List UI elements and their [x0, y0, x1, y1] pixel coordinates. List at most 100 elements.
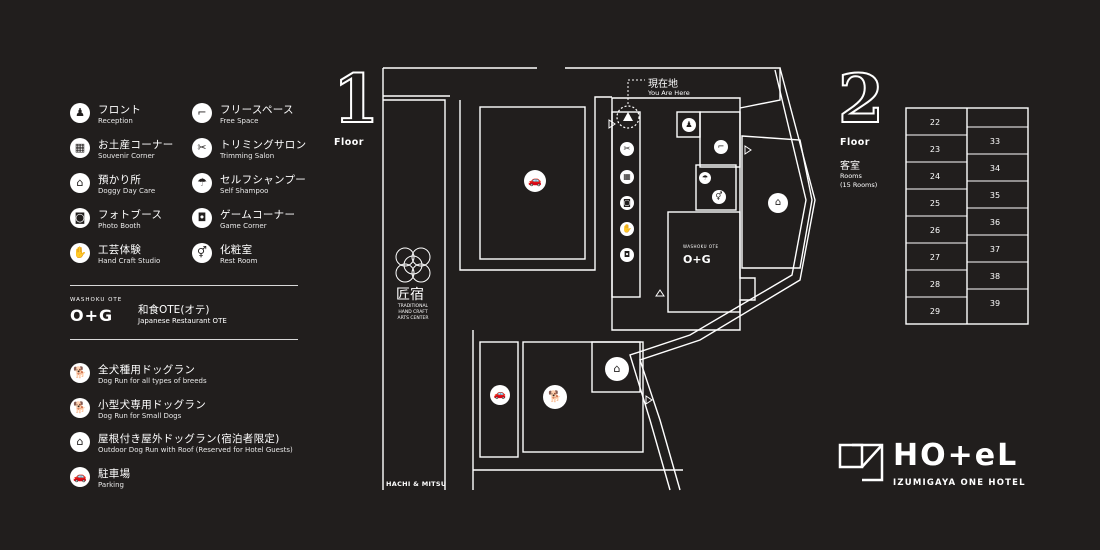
restroom-icon: ⚥ [712, 190, 726, 204]
room-number: 33 [989, 137, 1001, 146]
car-icon: 🚗 [490, 385, 510, 405]
hands-icon: ✋ [70, 243, 90, 263]
car-icon: 🚗 [70, 466, 90, 487]
map-washoku-logo: O+G [683, 253, 711, 266]
legend-label-jp: 全犬種用ドッグラン [98, 364, 196, 376]
dogrun-small-area [479, 341, 519, 458]
floor2-number: 2 [837, 60, 885, 138]
room-number: 35 [989, 191, 1001, 200]
room-number: 27 [929, 253, 941, 262]
room-number: 28 [929, 280, 941, 289]
legend-label-en: Souvenir Corner [98, 152, 155, 160]
restroom-icon: ⚥ [192, 243, 212, 263]
washoku-logo: O+G [70, 306, 114, 325]
entrance-marker [645, 395, 653, 405]
legend-label-en: Dog Run for Small Dogs [98, 411, 182, 420]
legend-label-en: Parking [98, 480, 124, 489]
room-number: 36 [989, 218, 1001, 227]
game-icon: ◘ [620, 248, 634, 262]
legend-label-jp: トリミングサロン [220, 139, 307, 151]
scissors-icon: ✂ [620, 142, 634, 156]
room-number: 22 [929, 118, 941, 127]
rooms-jp: 客室 [840, 161, 860, 172]
entrance-marker [655, 289, 665, 297]
restaurant-name-en: Japanese Restaurant OTE [138, 317, 227, 325]
doghouse-icon: ⌂ [768, 193, 788, 213]
legend-divider-bottom [70, 339, 298, 340]
legend-label-en: Self Shampoo [220, 187, 269, 195]
floor2-label: Floor [840, 137, 870, 148]
room-number: 39 [989, 299, 1001, 308]
legend-label-en: Dog Run for all types of breeds [98, 377, 207, 385]
room-number: 26 [929, 226, 941, 235]
room-number: 38 [989, 272, 1001, 281]
room-number: 25 [929, 199, 941, 208]
dogrun-roof-area [591, 341, 641, 393]
shower-icon: ☂ [699, 172, 711, 184]
legend-label-jp: 屋根付き屋外ドッグラン(宿泊者限定) [98, 433, 280, 445]
roof-dog-icon: ⌂ [605, 357, 629, 381]
roof-dog-icon: ⌂ [70, 432, 90, 452]
you-are-here-ring [616, 105, 640, 129]
car-icon: 🚗 [524, 170, 546, 192]
legend-label-jp: フロント [98, 104, 142, 116]
game-icon: ◘ [192, 208, 212, 228]
legend-label-jp: ゲームコーナー [220, 209, 296, 221]
street-left [383, 99, 446, 490]
craft-center-jp: 匠宿 [396, 287, 424, 303]
legend-label-en: Reception [98, 117, 133, 125]
parking-top [479, 106, 586, 260]
camera-icon: ◙ [620, 196, 634, 210]
hotel-name: IZUMIGAYA ONE HOTEL [893, 478, 1026, 488]
map-boundary-top-right [565, 67, 781, 109]
east-building [741, 135, 813, 269]
floor1-number: 1 [332, 60, 380, 138]
rooms-count: (15 Rooms) [840, 181, 878, 189]
hachi-mitsu-label: HACHI & MITSU [386, 480, 447, 488]
legend-label-jp: フリースペース [220, 104, 294, 116]
room-number: 24 [929, 172, 941, 181]
legend-label-jp: 工芸体験 [98, 244, 142, 256]
legend-label-en: Doggy Day Care [98, 187, 156, 195]
rooms-en: Rooms [840, 172, 862, 180]
legend-label-en: Rest Room [220, 257, 258, 265]
room-number: 29 [929, 307, 941, 316]
small-dog-icon: 🐕 [70, 397, 90, 418]
craft-center-mark [395, 247, 431, 283]
legend-label-en: Photo Booth [98, 222, 141, 230]
entrance-marker [744, 145, 752, 155]
gift-icon: ▦ [70, 138, 90, 158]
lounge-chair-icon: ⌐ [192, 103, 212, 123]
main-building [611, 97, 756, 331]
map-washoku-small: WASHOKU OTE [683, 244, 719, 249]
scissors-icon: ✂ [192, 138, 212, 158]
hands-icon: ✋ [620, 222, 634, 236]
you-are-here-en: You Are Here [648, 89, 690, 97]
legend-label-jp: フォトブース [98, 209, 163, 221]
legend-label-en: Hand Craft Studio [98, 257, 161, 265]
doghouse-icon: ⌂ [70, 173, 90, 193]
legend-label-en: Outdoor Dog Run with Roof (Reserved for … [98, 446, 293, 454]
legend-divider-top [70, 285, 298, 286]
legend-label-jp: 化粧室 [220, 244, 253, 256]
map-boundary-right-road [639, 67, 816, 491]
restaurant-ote [667, 211, 741, 313]
legend-label-jp: 駐車場 [98, 467, 131, 480]
lounge-chair-icon: ⌐ [714, 140, 728, 154]
dog-run-icon: 🐕 [543, 385, 567, 409]
hotel-logo-mark [838, 443, 884, 482]
you-are-here-jp: 現在地 [648, 79, 678, 90]
legend-label-jp: 預かり所 [98, 174, 142, 186]
bell-icon: ♟ [682, 118, 696, 132]
legend-label-jp: お土産コーナー [98, 139, 174, 151]
room-number: 34 [989, 164, 1001, 173]
shower-icon: ☂ [192, 173, 212, 193]
dog-run-icon: 🐕 [70, 363, 90, 383]
camera-icon: ◙ [70, 208, 90, 228]
map-boundary-right-road-inner [629, 69, 807, 491]
hotel-logo-text: HO+eL [893, 438, 1019, 473]
bell-icon: ♟ [70, 103, 90, 123]
legend-label-en: Trimming Salon [220, 152, 275, 160]
